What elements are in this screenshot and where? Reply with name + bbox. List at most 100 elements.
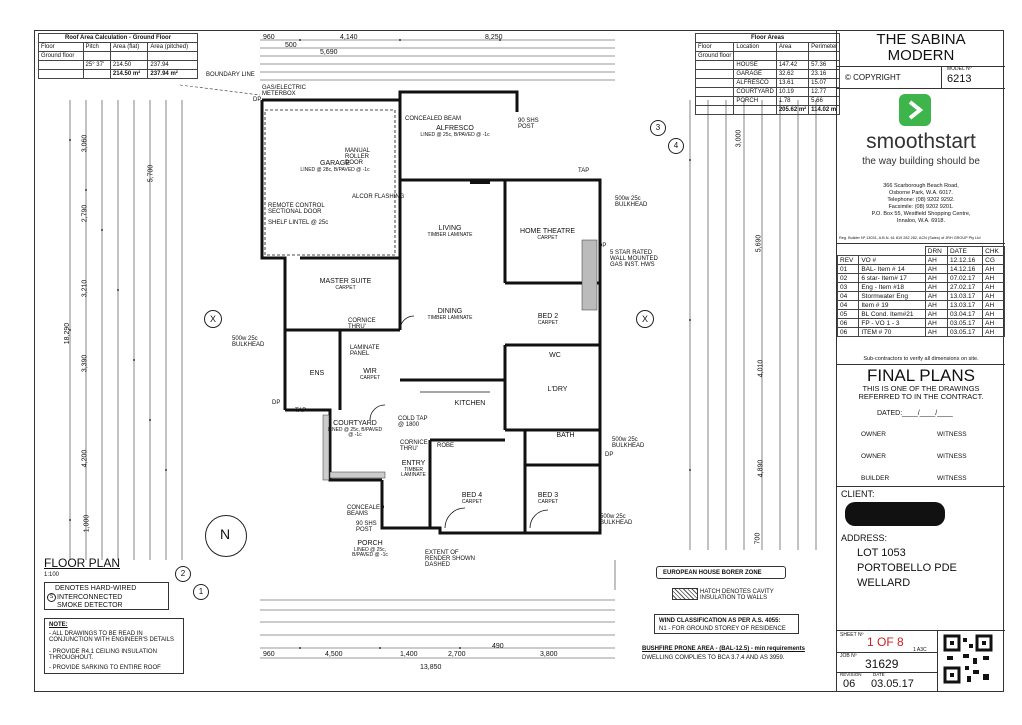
dp-label: DP xyxy=(598,243,607,249)
room-master: MASTER SUITE CARPET xyxy=(318,278,373,291)
rev-top-value: CG xyxy=(982,255,1005,265)
sheet-number: 1 OF 8 xyxy=(867,635,904,649)
section-marker-x-left: X xyxy=(204,310,222,328)
tap-label: TAP xyxy=(295,408,307,414)
room-name: BATH xyxy=(556,432,575,439)
rev-cell: 02 xyxy=(836,273,860,283)
company-address-line: P.O. Box 55, Westfield Shopping Centre, xyxy=(871,211,971,217)
builder-registration: Reg. Builder Nº 13031, A.B.N. 61 819 282… xyxy=(839,236,981,240)
rev-cell: 04 xyxy=(836,300,860,310)
room-name: KITCHEN xyxy=(454,400,486,407)
section-marker-x-right: X xyxy=(636,310,654,328)
room-sub: TIMBER LAMINATE xyxy=(427,314,473,321)
client-label: CLIENT: xyxy=(841,489,875,499)
rev-cell: BL Cond. Item#21 xyxy=(858,309,926,319)
rev-cell: BAL- Item # 14 xyxy=(858,264,926,274)
room-name: LIVING xyxy=(438,225,462,232)
roof-total: 237.94 m² xyxy=(147,69,198,79)
elevation-marker-1: 1 xyxy=(193,584,209,600)
concealed-beams-label: CONCEALED BEAMS xyxy=(347,505,385,517)
company-address-line: Innaloo, W.A. 6918. xyxy=(896,218,945,224)
rev-cell: AH xyxy=(924,327,948,337)
marker-text: X xyxy=(209,314,216,324)
room-name: ENS xyxy=(309,370,325,377)
north-arrow-icon: N xyxy=(205,515,247,557)
company-address-line: Osborne Park, W.A. 6017. xyxy=(889,190,953,196)
rev-cell: 04 xyxy=(836,291,860,301)
cornice-label: CORNICE THRU' xyxy=(348,318,376,330)
project-name-line: MODERN xyxy=(887,47,955,64)
site-address: LOT 1053 PORTOBELLO PDE WELLARD xyxy=(857,546,957,591)
rev-cell: 14.12.16 xyxy=(946,264,984,274)
wind-title: WIND CLASSIFICATION AS PER A.S. 4055: xyxy=(659,618,781,624)
drawing-sheet xyxy=(34,30,1004,692)
notes-box: NOTE: - ALL DRAWINGS TO BE READ IN CONJU… xyxy=(44,618,184,674)
rev-cell: 03.05.17 xyxy=(946,318,984,328)
floor-plan-scale: 1:100 xyxy=(44,572,60,578)
room-sub: LINED @ 28c, B/PAVED @ -1c xyxy=(300,166,370,173)
room-living: LIVING TIMBER LAMINATE xyxy=(420,225,480,238)
dim-top-2: 500 xyxy=(285,42,297,49)
shs-post-label: 90 SHS POST xyxy=(518,118,539,130)
cornice-label: CORNICE THRU' xyxy=(400,440,428,452)
room-name: WIR xyxy=(363,368,377,375)
rev-cell: 13.03.17 xyxy=(946,300,984,310)
rev-cell: 27.02.17 xyxy=(946,282,984,292)
rev-cell: AH xyxy=(924,309,948,319)
rev-cell: Stormwater Eng xyxy=(858,291,926,301)
dim-bottom-6: 3,800 xyxy=(540,651,558,658)
rev-header: VO # xyxy=(858,255,926,265)
copyright: © COPYRIGHT xyxy=(845,73,901,82)
dim-top-1: 960 xyxy=(263,34,275,41)
dim-top-4: 8,250 xyxy=(485,34,503,41)
room-name: L'DRY xyxy=(547,386,568,393)
bulkhead-label: 500w 25c BULKHEAD xyxy=(615,196,648,208)
rev-cell: AH xyxy=(982,264,1005,274)
rev-cell: 03 xyxy=(836,282,860,292)
rev-cell: AH xyxy=(924,300,948,310)
job-label: JOB Nº xyxy=(840,653,857,659)
dim-bottom-5: 490 xyxy=(492,643,504,650)
rev-cell: 01 xyxy=(836,264,860,274)
smoothstart-logo-icon xyxy=(899,94,931,126)
north-letter: N xyxy=(220,526,231,542)
room-dining: DINING TIMBER LAMINATE xyxy=(425,308,475,321)
room-alfresco: ALFRESCO LINED @ 25c, B/PAVED @ -1c xyxy=(410,125,500,138)
marker-text: 2 xyxy=(180,569,186,578)
dim-bottom-1: 960 xyxy=(263,651,275,658)
rev-cell: AH xyxy=(924,282,948,292)
room-courtyard: COURTYARD LINED @ 25c, B/PAVED @ -1c xyxy=(325,420,385,439)
smoke-symbol: S xyxy=(49,594,54,600)
site-address-line: WELLARD xyxy=(857,577,911,589)
smoke-detector-legend: DENOTES HARD-WIRED S INTERCONNECTED SMOK… xyxy=(44,582,169,610)
rev-cell: AH xyxy=(982,309,1005,319)
room-name: HOME THEATRE xyxy=(520,228,575,235)
remote-door-label: REMOTE CONTROL SECTIONAL DOOR xyxy=(268,203,325,215)
floor-plan-title: FLOOR PLAN xyxy=(44,556,121,570)
sign-witness: WITNESS xyxy=(937,475,967,482)
title-block: THE SABINA MODERN © COPYRIGHT MODEL Nº 6… xyxy=(836,30,1005,692)
room-sub: CARPET xyxy=(537,234,558,241)
wind-sub: N1 - FOR GROUND STOREY OF RESIDENCE xyxy=(659,626,786,632)
wind-box: WIND CLASSIFICATION AS PER A.S. 4055: N1… xyxy=(654,614,799,634)
dated-field: DATED:____/____/____ xyxy=(877,410,953,417)
sign-witness: WITNESS xyxy=(937,431,967,438)
meterbox-label: GAS/ELECTRIC METERBOX xyxy=(262,85,307,97)
bulkhead-label: 500w 25c BULKHEAD xyxy=(600,514,633,526)
room-kitchen: KITCHEN xyxy=(445,400,495,408)
concealed-beam-label: CONCEALED BEAM xyxy=(405,116,462,122)
room-name: GARAGE xyxy=(320,160,350,167)
revision-label: REVISION xyxy=(840,672,862,677)
room-name: COURTYARD xyxy=(333,420,377,427)
bushfire-title: BUSHFIRE PRONE AREA - (BAL-12.5) - min r… xyxy=(642,646,805,652)
boundary-label: BOUNDARY LINE xyxy=(206,72,255,78)
rev-cell: ITEM # 70 xyxy=(858,327,926,337)
room-ens: ENS xyxy=(302,370,332,378)
marker-text: 3 xyxy=(655,123,661,132)
sign-builder: BUILDER xyxy=(861,475,890,482)
sign-owner: OWNER xyxy=(861,453,886,460)
